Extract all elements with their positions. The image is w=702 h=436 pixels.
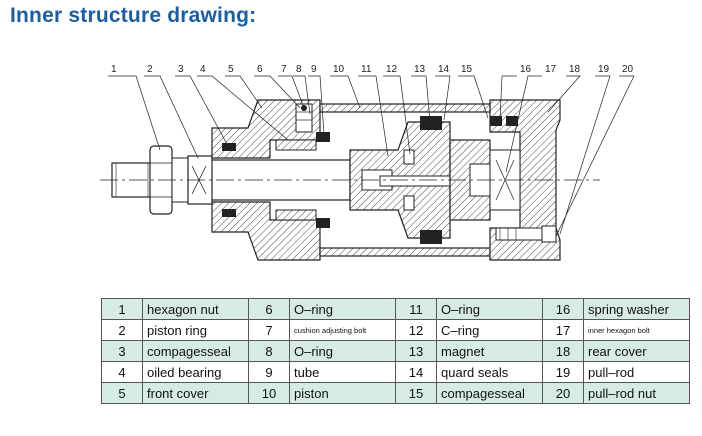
- part-number: 3: [101, 340, 143, 362]
- callout-3: 3: [178, 64, 184, 75]
- callout-11: 11: [361, 64, 372, 75]
- part-number: 17: [542, 319, 584, 341]
- part-name: tube: [289, 361, 396, 383]
- part-number: 20: [542, 382, 584, 404]
- part-name: hexagon nut: [142, 298, 249, 320]
- part-name: pull–rod nut: [583, 382, 690, 404]
- callout-8: 8: [296, 64, 302, 75]
- part-number: 19: [542, 361, 584, 383]
- callout-1: 1: [111, 64, 117, 75]
- parts-table: 1 hexagon nut 6 O–ring 11 O–ring 16 spri…: [101, 298, 690, 404]
- magnet-top: [420, 116, 442, 130]
- part-name: C–ring: [436, 319, 543, 341]
- part-name: piston: [289, 382, 396, 404]
- part-name: rear cover: [583, 340, 690, 362]
- table-row: 1 hexagon nut 6 O–ring 11 O–ring 16 spri…: [101, 298, 690, 320]
- part-number: 4: [101, 361, 143, 383]
- part-number: 7: [248, 319, 290, 341]
- callout-13: 13: [414, 64, 426, 75]
- part-name: O–ring: [436, 298, 543, 320]
- part-name: piston ring: [142, 319, 249, 341]
- callout-14: 14: [438, 64, 450, 75]
- part-number: 9: [248, 361, 290, 383]
- part-number: 15: [395, 382, 437, 404]
- table-row: 2 piston ring 7 cushion adjusting bolt 1…: [101, 319, 690, 341]
- callout-6: 6: [257, 64, 263, 75]
- callout-16: 16: [520, 64, 532, 75]
- rear-cover: [489, 99, 561, 261]
- callout-4: 4: [200, 64, 206, 75]
- compagesseal-front-bottom: [222, 209, 236, 217]
- part-number: 10: [248, 382, 290, 404]
- callout-7: 7: [281, 64, 287, 75]
- pull-rod-nut: [541, 225, 557, 243]
- part-number: 5: [101, 382, 143, 404]
- part-name: quard seals: [436, 361, 543, 383]
- callout-20: 20: [622, 64, 634, 75]
- table-row: 3 compagesseal 8 O–ring 13 magnet 18 rea…: [101, 340, 690, 362]
- part-number: 16: [542, 298, 584, 320]
- callout-5: 5: [228, 64, 234, 75]
- tube-bottom: [319, 247, 491, 257]
- callout-18: 18: [569, 64, 581, 75]
- part-number: 6: [248, 298, 290, 320]
- callout-2: 2: [147, 64, 153, 75]
- part-name: pull–rod: [583, 361, 690, 383]
- callout-12: 12: [386, 64, 398, 75]
- part-number: 1: [101, 298, 143, 320]
- oiled-bearing-top: [275, 139, 317, 151]
- part-name: magnet: [436, 340, 543, 362]
- part-name: spring washer: [583, 298, 690, 320]
- part-name: cushion adjusting bolt: [289, 319, 396, 341]
- part-number: 18: [542, 340, 584, 362]
- part-name: compagesseal: [142, 340, 249, 362]
- part-name: O–ring: [289, 298, 396, 320]
- callout-10: 10: [333, 64, 345, 75]
- callout-17: 17: [545, 64, 557, 75]
- compagesseal-front-top: [222, 143, 236, 151]
- table-row: 5 front cover 10 piston 15 compagesseal …: [101, 382, 690, 404]
- oiled-bearing-bottom: [275, 209, 317, 221]
- callout-15: 15: [461, 64, 473, 75]
- part-number: 2: [101, 319, 143, 341]
- part-number: 14: [395, 361, 437, 383]
- table-row: 4 oiled bearing 9 tube 14 quard seals 19…: [101, 361, 690, 383]
- leader-lines: [108, 75, 635, 237]
- part-name: oiled bearing: [142, 361, 249, 383]
- part-number: 8: [248, 340, 290, 362]
- part-number: 13: [395, 340, 437, 362]
- magnet-bottom: [420, 230, 442, 244]
- cylinder-cross-section-drawing: 1 2 3 4 5 6 7 8 9 10 11 12 13 14 15 16 1…: [100, 64, 635, 261]
- part-name: front cover: [142, 382, 249, 404]
- part-number: 12: [395, 319, 437, 341]
- page-title: Inner structure drawing:: [10, 4, 257, 27]
- part-name: inner hexagon bolt: [583, 319, 690, 341]
- callout-19: 19: [598, 64, 610, 75]
- part-name: compagesseal: [436, 382, 543, 404]
- part-name: O–ring: [289, 340, 396, 362]
- callout-9: 9: [311, 64, 317, 75]
- part-number: 11: [395, 298, 437, 320]
- tube-top: [319, 103, 491, 113]
